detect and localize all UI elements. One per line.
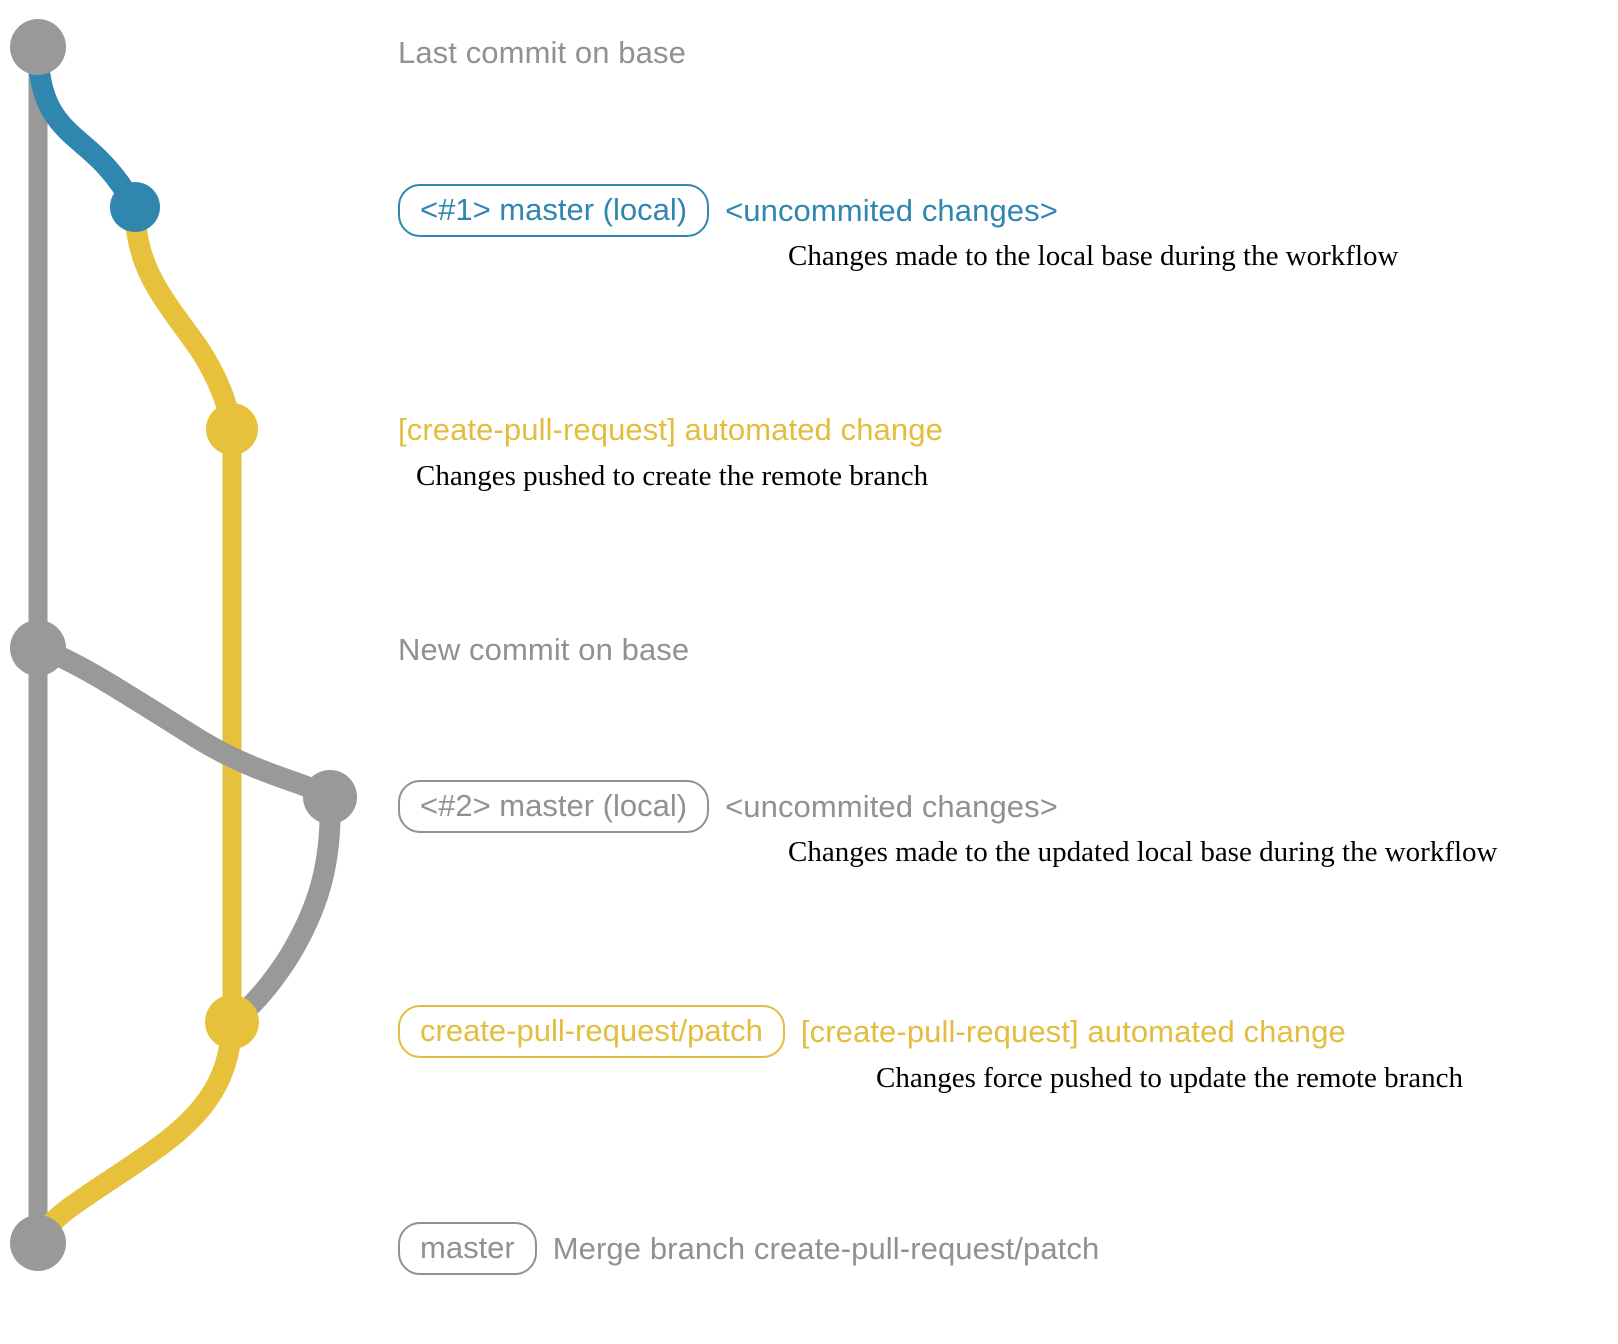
node-merge-master[interactable] (10, 1215, 66, 1271)
row-last-commit-on-base: Last commit on base (398, 35, 686, 71)
row-description: Changes made to the updated local base d… (788, 836, 1498, 868)
commit-title: New commit on base (398, 632, 690, 667)
commit-title: Merge branch create-pull-request/patch (552, 1230, 1100, 1266)
branch-badge-master[interactable]: master (398, 1222, 537, 1275)
commit-title: <uncommited changes> (725, 192, 1058, 228)
commit-title: [create-pull-request] automated change (800, 1013, 1346, 1049)
row-automated-change-1: [create-pull-request] automated change (398, 412, 943, 448)
branch-badge-create-pull-request-patch[interactable]: create-pull-request/patch (398, 1005, 785, 1058)
edge-patch2-to-merge (27, 1011, 243, 1254)
commit-graph (10, 19, 357, 1271)
row-description: Changes pushed to create the remote bran… (416, 460, 929, 492)
branch-badge-master-local-2[interactable]: <#2> master (local) (398, 780, 710, 833)
branch-badge-master-local-1[interactable]: <#1> master (local) (398, 184, 710, 237)
node-master-local-1[interactable] (110, 182, 160, 232)
node-automated-change-1[interactable] (206, 403, 258, 455)
row-new-commit-on-base: New commit on base (398, 632, 689, 668)
edge-base-to-local2 (27, 637, 341, 808)
row-description: Changes made to the local base during th… (788, 240, 1399, 272)
edge-local1-to-patch1 (124, 196, 243, 440)
node-new-commit-on-base[interactable] (10, 620, 66, 676)
row-master-local-1: <#1> master (local) <uncommited changes> (398, 184, 1058, 237)
row-merge-master: master Merge branch create-pull-request/… (398, 1222, 1099, 1275)
commit-title: [create-pull-request] automated change (398, 412, 943, 447)
node-last-commit-on-base[interactable] (10, 19, 66, 75)
row-description: Changes force pushed to update the remot… (876, 1062, 1464, 1094)
commit-title: Last commit on base (398, 35, 686, 70)
commit-title: <uncommited changes> (725, 788, 1058, 824)
row-master-local-2: <#2> master (local) <uncommited changes> (398, 780, 1058, 833)
node-master-local-2[interactable] (303, 770, 357, 824)
node-automated-change-2[interactable] (205, 995, 259, 1049)
row-automated-change-2: create-pull-request/patch [create-pull-r… (398, 1005, 1346, 1058)
